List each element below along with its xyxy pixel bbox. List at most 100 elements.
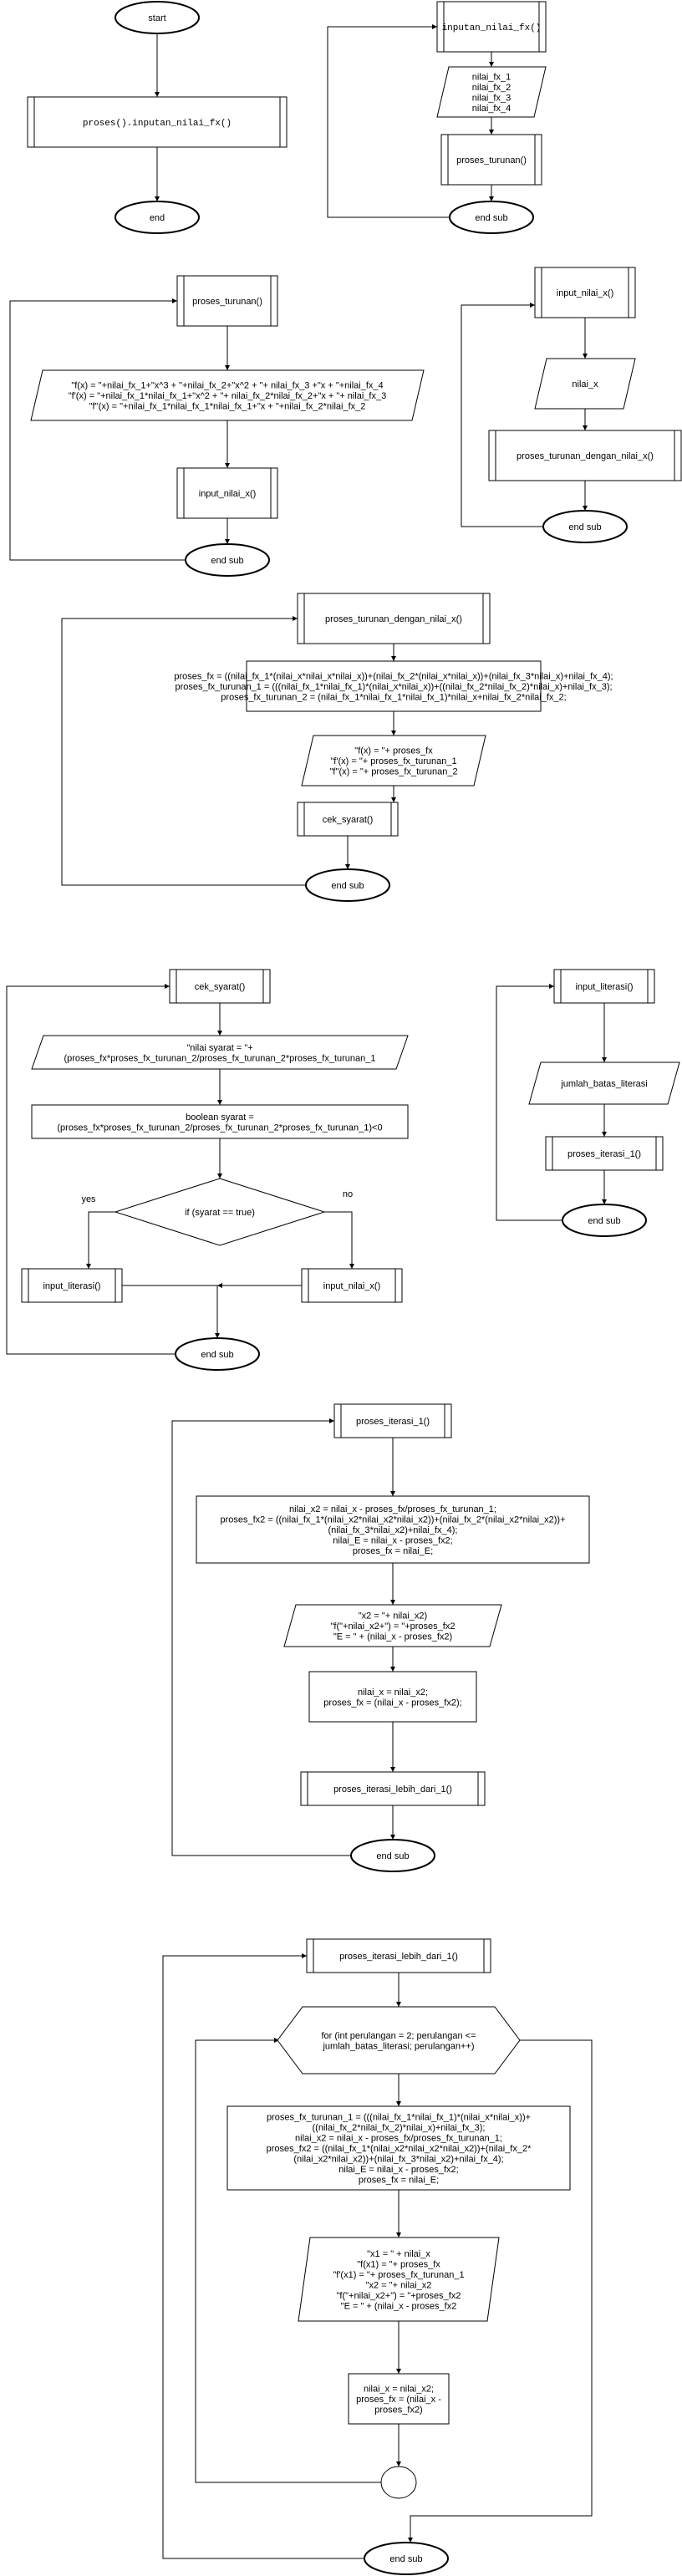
subroutine-shape: [306, 1938, 491, 1973]
node-text: "x2 = "+ nilai_x2: [366, 2280, 432, 2290]
node-text: proses_iterasi_lebih_dari_1(): [339, 1952, 458, 1962]
node-text: proses_iterasi_1(): [567, 1149, 641, 1159]
node-text: inputan_nilai_fx(): [442, 23, 542, 33]
node-text: nilai_fx_2: [472, 83, 511, 93]
node-text: proses_fx = ((nilai_fx_1*(nilai_x*nilai_…: [174, 672, 613, 682]
node-text: proses_fx = nilai_E;: [353, 1546, 433, 1556]
node-text: end sub: [376, 1851, 409, 1861]
node-text: proses_fx_turunan_2 = (nilai_fx_1*nilai_…: [221, 693, 566, 703]
arrowhead: [549, 984, 554, 989]
node-text: "f'(x) = "+ proses_fx_turunan_1: [330, 756, 456, 766]
arrowhead: [408, 2538, 413, 2543]
subroutine-shape: [553, 969, 655, 1004]
arrowhead: [302, 1953, 307, 1958]
flowchart-connectors: [6, 24, 607, 2559]
node-text: "f(x) = "+nilai_fx_1+"x^3 + "+nilai_fx_2…: [71, 381, 383, 391]
node-parallelogram: jumlah_batas_literasi: [528, 1061, 680, 1105]
subroutine-shape: [545, 1136, 664, 1171]
node-text: "x1 = " + nilai_x: [367, 2249, 430, 2259]
process-shape: [308, 1671, 477, 1723]
connector-circle: [380, 2466, 417, 2499]
terminal-shape: [115, 201, 200, 234]
node-text: ((nilai_fx_2*nilai_fx_2)*nilai_x)+nilai_…: [313, 2123, 486, 2133]
arrowhead: [396, 2002, 401, 2007]
node-text: proses_fx = (nilai_x -: [356, 2395, 441, 2405]
subroutine-shape: [297, 593, 491, 644]
node-subroutine: proses_turunan_dengan_nilai_x(): [297, 593, 491, 644]
terminal-shape: [175, 1337, 260, 1371]
subroutine-shape: [436, 1, 547, 53]
node-terminal: start: [115, 1, 200, 34]
node-text: proses_turunan(): [456, 155, 527, 165]
node-text: proses_iterasi_1(): [356, 1417, 430, 1427]
node-text: "f''(x) = "+ proses_fx_turunan_2: [329, 767, 457, 777]
node-subroutine: proses_iterasi_lebih_dari_1(): [306, 1938, 491, 1973]
arrowhead: [602, 1057, 607, 1062]
terminal-shape: [305, 868, 390, 902]
connector-line: [9, 300, 186, 561]
node-text: input_literasi(): [575, 982, 633, 992]
node-text: "f("+nilai_x2+") = "+proses_fx2: [337, 2291, 461, 2301]
node-subroutine: proses_turunan_dengan_nilai_x(): [488, 430, 682, 481]
node-text: (nilai_x2*nilai_x2))+(nilai_fx_3*nilai_x…: [293, 2155, 503, 2165]
subroutine-shape: [488, 430, 682, 481]
node-subroutine: inputan_nilai_fx(): [436, 1, 547, 53]
process-shape: [246, 660, 542, 712]
node-text: "f("+nilai_x2+") = "+proses_fx2: [331, 1621, 456, 1632]
arrowhead: [215, 1333, 220, 1338]
subroutine-shape: [333, 1403, 452, 1438]
node-text: proses_fx2 = ((nilai_fx_1*(nilai_x2*nila…: [220, 1515, 565, 1525]
node-text: end sub: [201, 1350, 233, 1360]
arrowhead: [329, 1418, 334, 1423]
node-process: nilai_x2 = nilai_x - proses_fx/proses_fx…: [196, 1495, 590, 1564]
edge-label-yes: yes: [81, 1194, 96, 1204]
arrowhead: [396, 2232, 401, 2237]
terminal-shape: [185, 543, 270, 577]
node-text: "f''(x) = "+nilai_fx_1*nilai_fx_1*nilai_…: [89, 402, 366, 412]
node-text: input_nilai_x(): [323, 1281, 380, 1291]
node-subroutine: input_nilai_x(): [176, 467, 278, 519]
arrowhead: [293, 616, 298, 621]
node-text: end: [150, 213, 165, 223]
node-text: nilai_x = nilai_x2;: [358, 1688, 428, 1698]
arrowhead: [86, 1264, 91, 1269]
node-subroutine: proses_turunan(): [440, 134, 542, 186]
node-terminal: end sub: [364, 2542, 449, 2575]
node-decision: if (syarat == true): [114, 1178, 326, 1246]
process-shape: [226, 2105, 571, 2191]
node-text: end sub: [331, 881, 364, 891]
node-text: proses_fx_turunan_1 = (((nilai_fx_1*nila…: [267, 2113, 531, 2123]
node-text: nilai_fx_3: [472, 93, 511, 103]
node-parallelogram: nilai_x: [534, 358, 636, 410]
node-text: input_literasi(): [43, 1281, 100, 1291]
arrowhead: [217, 1100, 222, 1105]
node-subroutine: proses_iterasi_1(): [545, 1136, 664, 1171]
node-text: proses_iterasi_lebih_dari_1(): [333, 1784, 452, 1795]
subroutine-shape: [21, 1268, 123, 1303]
node-terminal: end sub: [305, 868, 390, 902]
node-text: proses_turunan_dengan_nilai_x(): [325, 614, 462, 624]
node-text: nilai_fx_4: [472, 104, 511, 114]
node-text: (proses_fx*proses_fx_turunan_2/proses_fx…: [64, 1053, 375, 1063]
node-text: nilai_x2 = nilai_x - proses_fx/proses_fx…: [289, 1504, 496, 1515]
node-text: start: [148, 13, 165, 23]
node-terminal: end sub: [175, 1337, 260, 1371]
arrowhead: [165, 984, 170, 989]
arrowhead: [489, 130, 494, 135]
node-parallelogram: "f(x) = "+ proses_fx"f'(x) = "+ proses_f…: [301, 735, 486, 787]
arrowhead: [390, 1767, 395, 1772]
node-text: "f'(x) = "+nilai_fx_1*nilai_fx_1+"x^2 + …: [69, 391, 386, 401]
node-text: cek_syarat(): [195, 982, 246, 992]
node-subroutine: cek_syarat(): [169, 969, 271, 1004]
arrowhead: [225, 463, 230, 468]
node-subroutine: input_literasi(): [21, 1268, 123, 1303]
arrowhead: [172, 298, 177, 303]
subroutine-shape: [176, 275, 278, 327]
node-text: "f(x) = "+ proses_fx: [354, 746, 433, 756]
node-text: (proses_fx*proses_fx_turunan_2/proses_fx…: [57, 1123, 382, 1133]
io-shape: [283, 1604, 502, 1647]
node-terminal: end sub: [449, 201, 534, 234]
node-text: "E = " + (nilai_x - proses_fx2: [341, 2301, 457, 2311]
